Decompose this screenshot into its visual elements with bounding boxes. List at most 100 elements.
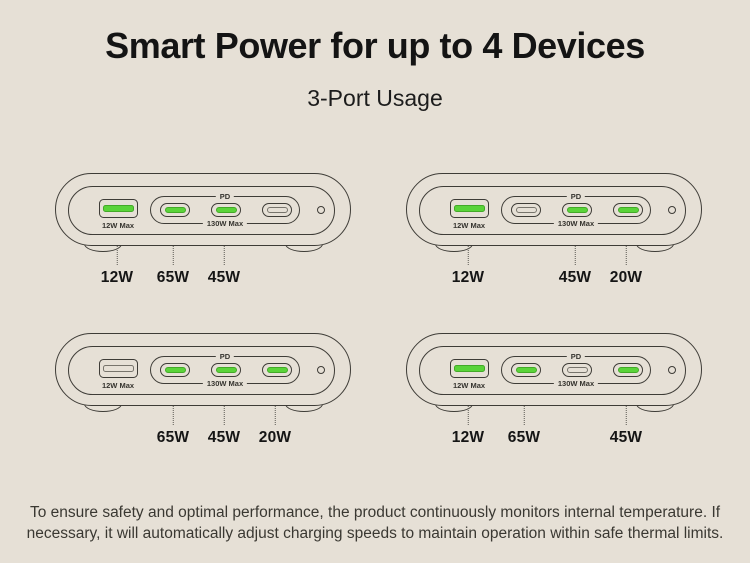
- usb-a-max-label: 12W Max: [452, 221, 486, 230]
- usb-c-port-2: [211, 203, 241, 217]
- pd-label: PD: [215, 193, 235, 201]
- leader-line: [116, 227, 118, 265]
- usb-c-pin-2: [566, 366, 588, 374]
- pd-label: PD: [566, 193, 586, 201]
- leader-line: [172, 227, 174, 265]
- usb-c-port-1: [160, 363, 190, 377]
- usb-a-max-label: 12W Max: [452, 381, 486, 390]
- pd-label: PD: [215, 353, 235, 361]
- usb-c-pin-1: [515, 206, 537, 214]
- disclaimer-line-1: To ensure safety and optimal performance…: [29, 504, 721, 521]
- leader-line: [467, 387, 469, 425]
- status-led: [668, 206, 676, 214]
- leader-line: [274, 387, 276, 425]
- usb-c-port-3: [613, 203, 643, 217]
- watt-callout: 45W: [208, 387, 240, 447]
- usb-c-port-3: [262, 363, 292, 377]
- watt-label: 20W: [609, 269, 643, 286]
- pd-port-group-outline: PD 130W Max: [501, 353, 651, 387]
- watt-callout: 12W: [452, 227, 484, 287]
- usb-c-port-2: [211, 363, 241, 377]
- status-led: [668, 366, 676, 374]
- device-body: 12W Max PD 130W Max: [406, 173, 702, 246]
- usb-a-max-label: 12W Max: [101, 381, 135, 390]
- usb-c-pin-3: [266, 366, 288, 374]
- status-led: [317, 206, 325, 214]
- usb-c-port-3: [262, 203, 292, 217]
- usb-c-port-3: [613, 363, 643, 377]
- watt-label: 65W: [156, 269, 190, 286]
- watt-callout: 12W: [452, 387, 484, 447]
- watt-label: 12W: [451, 429, 485, 446]
- usbc-max-label: 130W Max: [202, 219, 248, 227]
- usbc-max-label: 130W Max: [553, 219, 599, 227]
- watt-label: 45W: [558, 269, 592, 286]
- pd-label: PD: [566, 353, 586, 361]
- leader-line: [172, 387, 174, 425]
- watt-callout: 20W: [259, 387, 291, 447]
- watt-callout: 45W: [610, 387, 642, 447]
- usb-a-tongue: [103, 204, 134, 212]
- powerbank-diagram-top-left: 12W Max PD 130W Max 12W 65W 45W: [55, 173, 351, 358]
- watt-callout: 12W: [101, 227, 133, 287]
- usb-a-max-label: 12W Max: [101, 221, 135, 230]
- usb-c-pin-2: [215, 366, 237, 374]
- usb-c-pin-1: [164, 206, 186, 214]
- watt-label: 45W: [207, 429, 241, 446]
- usb-c-pin-3: [617, 366, 639, 374]
- page-subtitle: 3-Port Usage: [307, 85, 443, 111]
- watt-label: 20W: [258, 429, 292, 446]
- usb-a-port: [99, 199, 138, 218]
- watt-label: 45W: [207, 269, 241, 286]
- device-body: 12W Max PD 130W Max: [55, 173, 351, 246]
- watt-label: 12W: [451, 269, 485, 286]
- leader-line: [467, 227, 469, 265]
- pd-port-group-outline: PD 130W Max: [150, 193, 300, 227]
- usbc-max-label: 130W Max: [202, 379, 248, 387]
- usb-c-pin-3: [266, 206, 288, 214]
- leader-line: [223, 387, 225, 425]
- watt-callout: 45W: [208, 227, 240, 287]
- usb-a-port: [99, 359, 138, 378]
- watt-callout: 65W: [508, 387, 540, 447]
- powerbank-diagram-bottom-right: 12W Max PD 130W Max 12W 65W 45W: [406, 333, 702, 518]
- usb-c-pin-2: [215, 206, 237, 214]
- usb-a-tongue: [454, 364, 485, 372]
- usb-c-port-2: [562, 363, 592, 377]
- usb-c-pin-2: [566, 206, 588, 214]
- watt-callout: 45W: [559, 227, 591, 287]
- disclaimer-line-2: necessary, it will automatically adjust …: [26, 525, 724, 542]
- device-face-outline: [419, 346, 686, 395]
- usb-c-port-2: [562, 203, 592, 217]
- device-face-outline: [68, 346, 335, 395]
- usb-c-port-1: [160, 203, 190, 217]
- usb-a-tongue: [103, 364, 134, 372]
- powerbank-diagram-bottom-left: 12W Max PD 130W Max 65W 45W 20W: [55, 333, 351, 518]
- leader-line: [625, 227, 627, 265]
- pd-port-group-outline: PD 130W Max: [501, 193, 651, 227]
- usb-a-tongue: [454, 204, 485, 212]
- device-face-outline: [419, 186, 686, 235]
- watt-label: 45W: [609, 429, 643, 446]
- device-body: 12W Max PD 130W Max: [55, 333, 351, 406]
- pd-port-group-outline: PD 130W Max: [150, 353, 300, 387]
- device-face-outline: [68, 186, 335, 235]
- usb-c-pin-1: [164, 366, 186, 374]
- leader-line: [223, 227, 225, 265]
- device-body: 12W Max PD 130W Max: [406, 333, 702, 406]
- usb-c-pin-3: [617, 206, 639, 214]
- usb-c-port-1: [511, 203, 541, 217]
- usb-c-port-1: [511, 363, 541, 377]
- usb-a-port: [450, 359, 489, 378]
- usb-c-pin-1: [515, 366, 537, 374]
- watt-callout: 65W: [157, 227, 189, 287]
- leader-line: [574, 227, 576, 265]
- usbc-max-label: 130W Max: [553, 379, 599, 387]
- page-title: Smart Power for up to 4 Devices: [105, 25, 645, 66]
- status-led: [317, 366, 325, 374]
- watt-label: 65W: [156, 429, 190, 446]
- usb-a-port: [450, 199, 489, 218]
- watt-label: 12W: [100, 269, 134, 286]
- leader-line: [625, 387, 627, 425]
- leader-line: [523, 387, 525, 425]
